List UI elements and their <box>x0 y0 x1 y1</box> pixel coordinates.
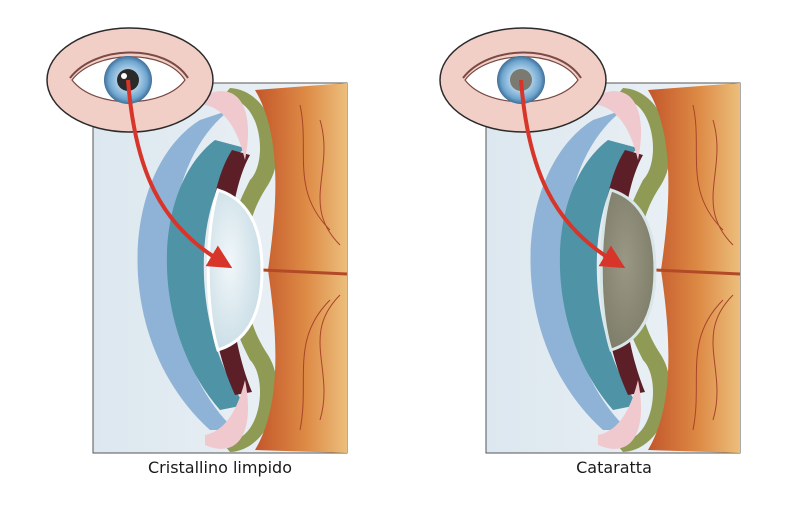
panel-clear-lens <box>45 26 349 455</box>
caption-cataract: Cataratta <box>576 458 652 477</box>
caption-clear-lens: Cristallino limpido <box>148 458 292 477</box>
light-path-arrow-left <box>126 79 233 269</box>
light-path-arrow-right <box>519 79 626 269</box>
panel-cataract <box>438 26 742 455</box>
